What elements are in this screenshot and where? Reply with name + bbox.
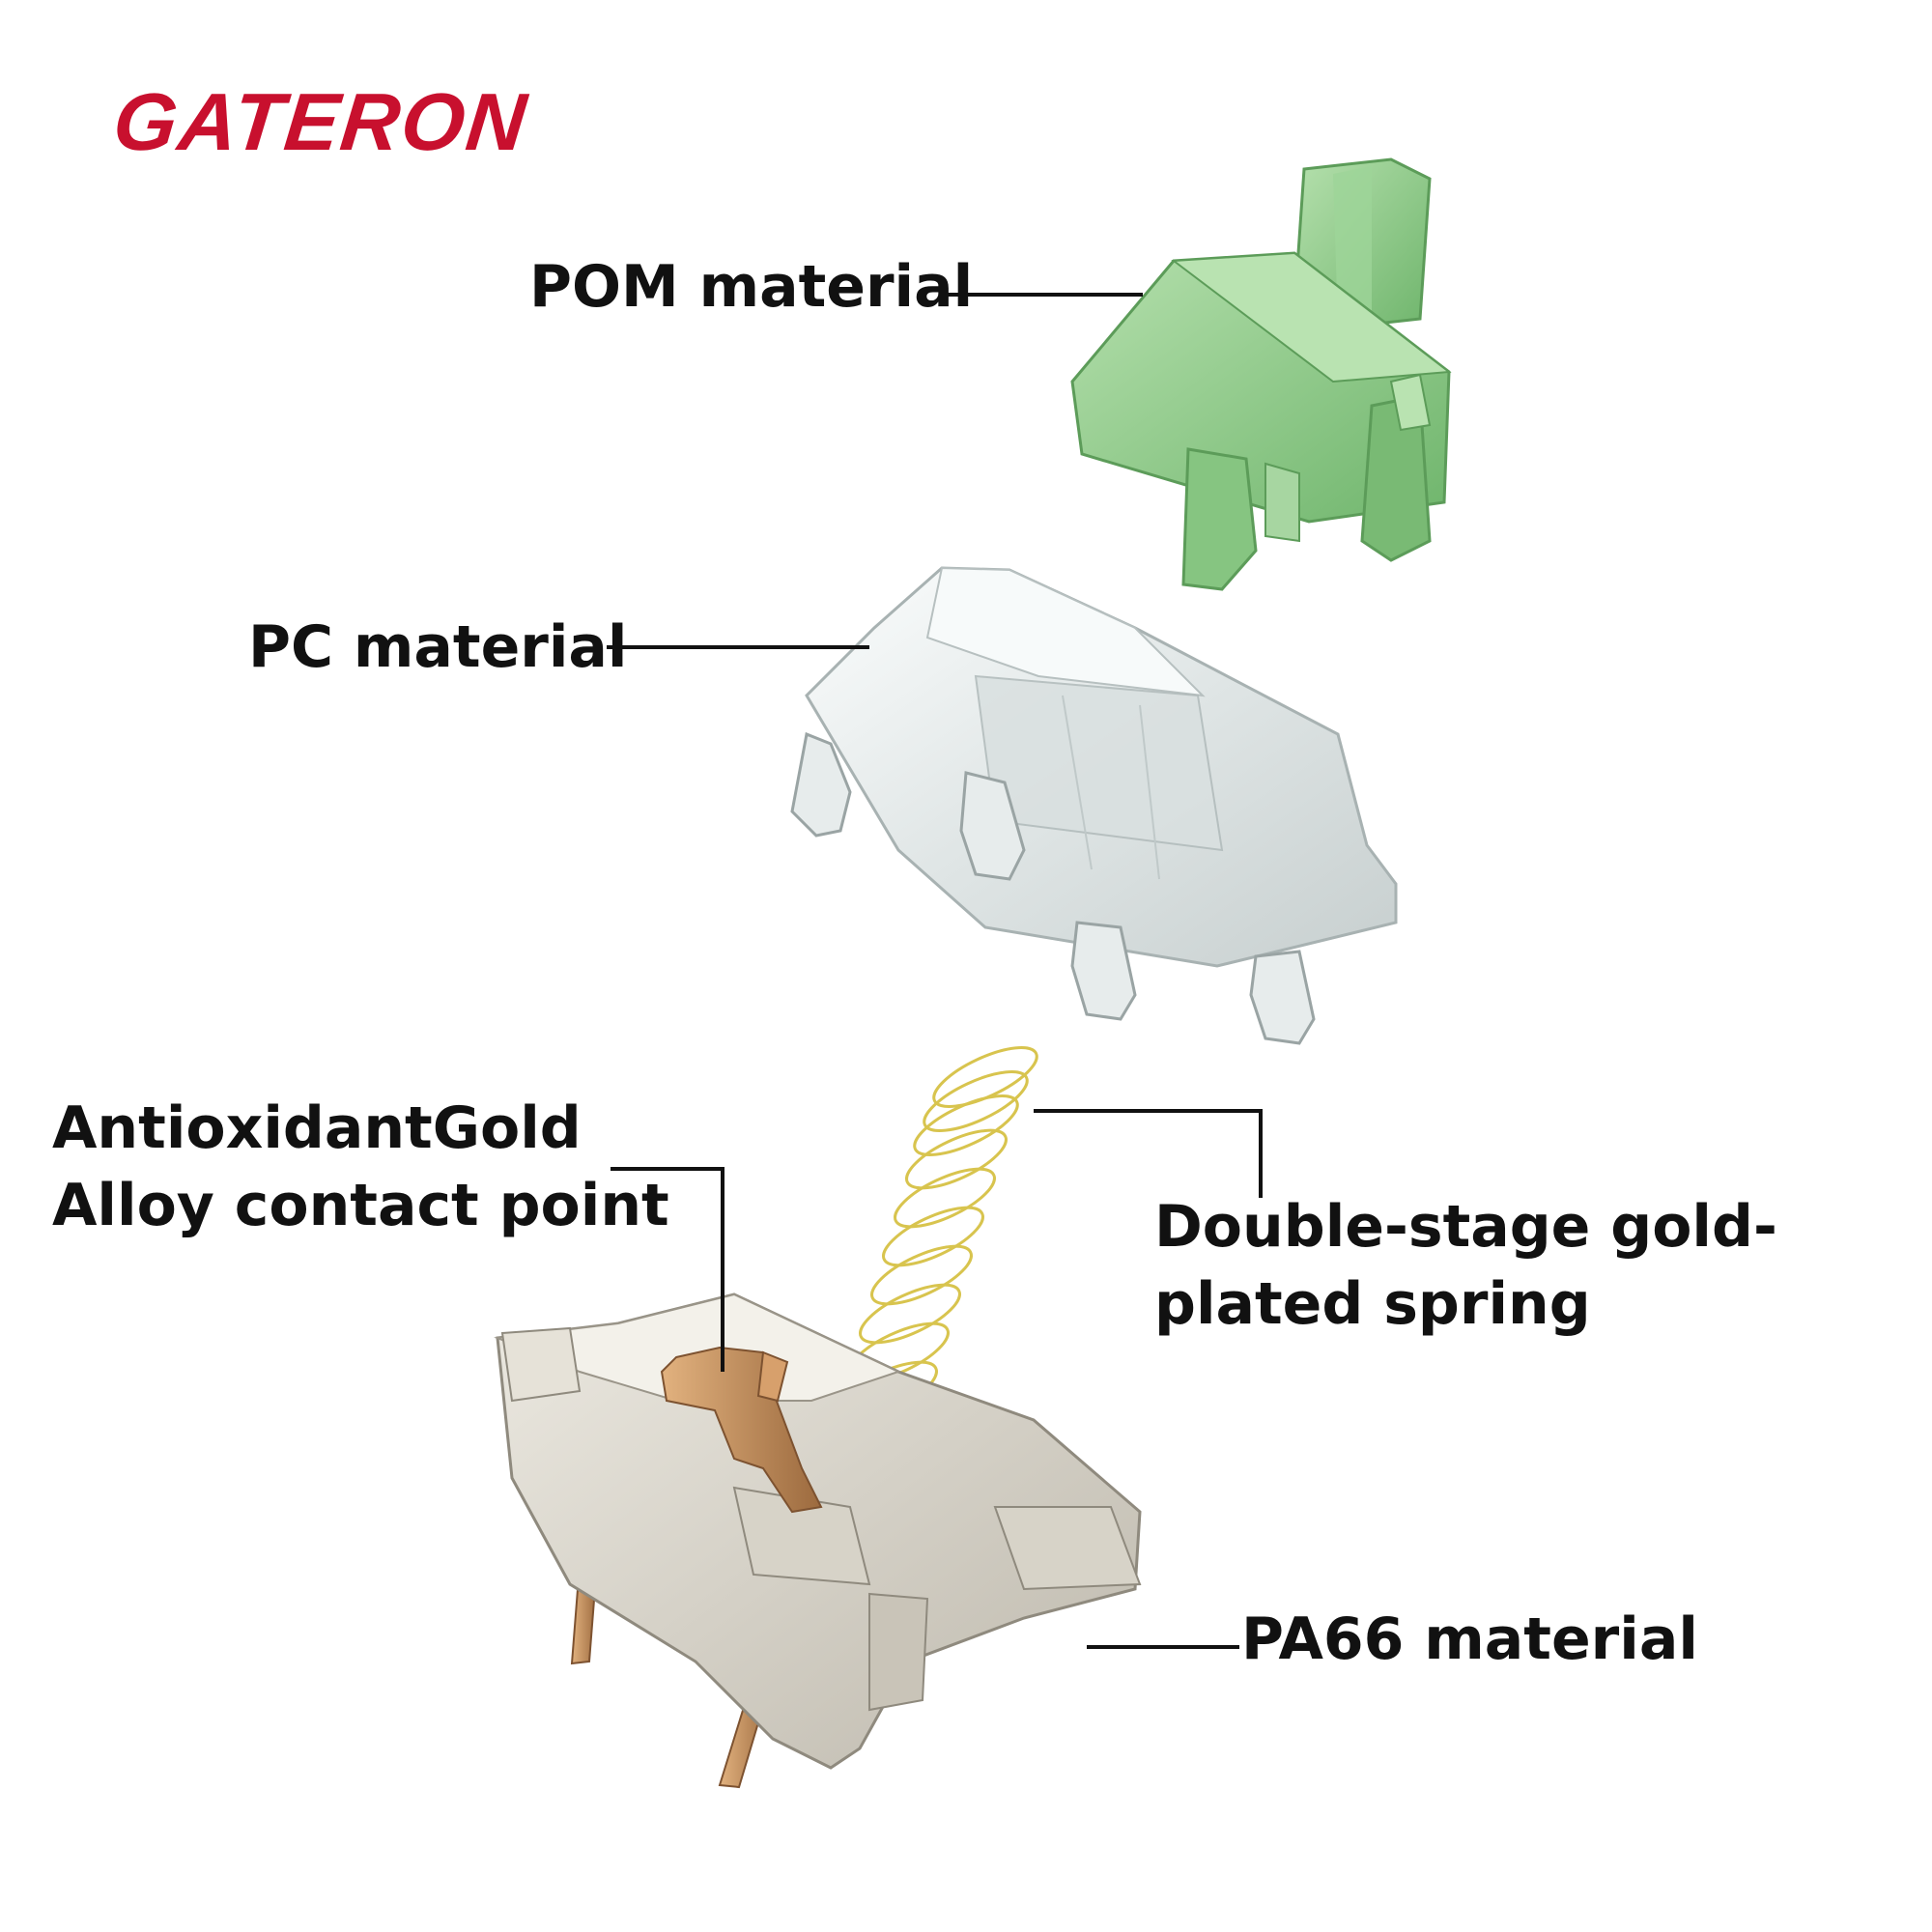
label-pom-material: POM material — [529, 253, 974, 321]
top-housing-part — [790, 566, 1398, 1045]
leader-line-contact — [611, 1167, 724, 1372]
label-contact-point: AntioxidantGold Alloy contact point — [52, 1090, 669, 1244]
label-spring-line-2: plated spring — [1154, 1270, 1591, 1338]
leader-line-spring — [1034, 1109, 1263, 1198]
label-spring-line-1: Double-stage gold- — [1154, 1193, 1777, 1261]
bottom-housing-part — [494, 1293, 1142, 1789]
label-contact-line-1: AntioxidantGold — [52, 1094, 582, 1162]
label-pa66-material: PA66 material — [1241, 1605, 1698, 1673]
label-spring: Double-stage gold- plated spring — [1154, 1188, 1777, 1343]
label-pc-material: PC material — [248, 613, 628, 681]
stem-part — [1070, 157, 1452, 591]
label-contact-line-2: Alloy contact point — [52, 1172, 669, 1239]
